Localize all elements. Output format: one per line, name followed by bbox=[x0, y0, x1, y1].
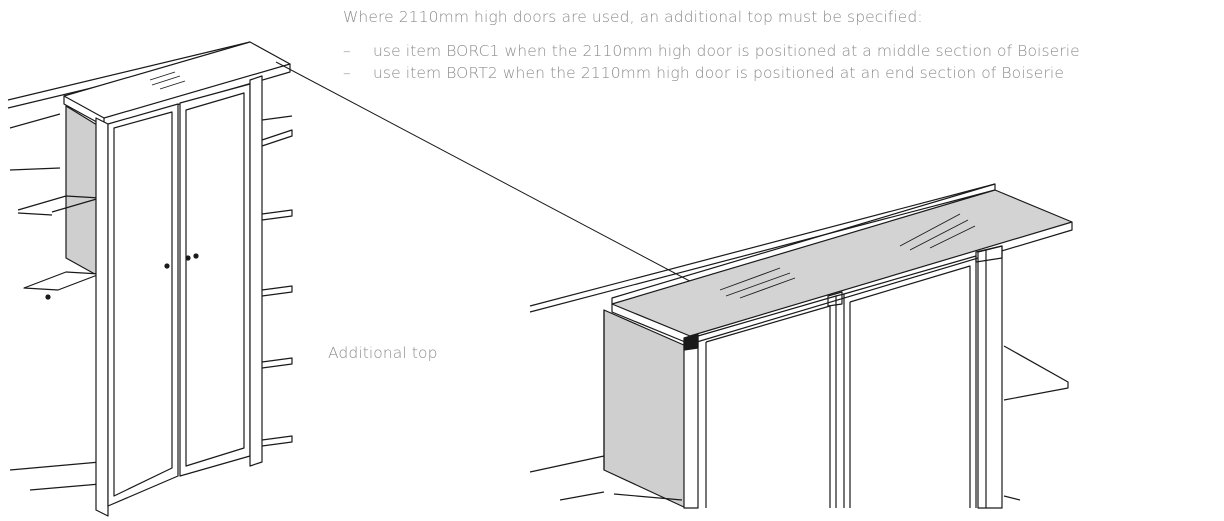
side-panel bbox=[603, 309, 687, 509]
upright-left bbox=[683, 335, 699, 509]
glare bbox=[149, 71, 186, 90]
upright-right bbox=[249, 75, 263, 467]
door-mid bbox=[835, 293, 845, 508]
additional-top-front bbox=[689, 222, 1073, 345]
bullet-marker: – bbox=[343, 42, 351, 60]
shelf-right bbox=[1003, 345, 1069, 401]
callout-additional-top: Additional top bbox=[328, 344, 438, 362]
additional-top bbox=[611, 189, 1073, 337]
glare bbox=[899, 213, 976, 251]
shelf-right bbox=[261, 209, 293, 221]
door-left-inner bbox=[705, 305, 831, 508]
cabinet-overview bbox=[7, 41, 293, 517]
door-left bbox=[107, 103, 179, 507]
leader-arrow bbox=[275, 61, 719, 297]
door-right-inner bbox=[849, 265, 971, 508]
hinge bbox=[683, 333, 699, 351]
shelf-right bbox=[261, 129, 293, 147]
wall-shelf bbox=[23, 271, 101, 291]
wall-edge bbox=[529, 183, 996, 307]
hinge bbox=[827, 291, 843, 307]
upright-left bbox=[95, 117, 109, 517]
bullet-marker: – bbox=[343, 64, 351, 82]
top-back-lip bbox=[611, 183, 996, 304]
top-detail bbox=[529, 183, 1073, 509]
shelf-right bbox=[261, 435, 293, 447]
wall-line bbox=[613, 493, 683, 501]
glare bbox=[719, 267, 796, 299]
door-right-inner bbox=[185, 92, 245, 467]
wall-line bbox=[29, 483, 101, 491]
bullet-bort2: – use item BORT2 when the 2110mm high doo… bbox=[343, 64, 1064, 82]
door-left-inner bbox=[113, 111, 173, 497]
wall-edge bbox=[7, 41, 251, 101]
wall-line bbox=[9, 113, 61, 129]
shelf-right bbox=[1003, 495, 1021, 501]
bullet-text-borc1: use item BORC1 when the 2110mm high door… bbox=[373, 42, 1080, 60]
shelf-right bbox=[261, 357, 293, 369]
wall-edge bbox=[529, 189, 996, 313]
shelf-right bbox=[261, 285, 293, 297]
intro-note: Where 2110mm high doors are used, an add… bbox=[343, 8, 923, 26]
door-right bbox=[179, 83, 251, 477]
wall-line bbox=[529, 455, 605, 473]
shelf-right-front bbox=[261, 115, 293, 121]
bullet-text-bort2: use item BORT2 when the 2110mm high door… bbox=[373, 64, 1064, 82]
hinge bbox=[975, 245, 1003, 263]
upright-right bbox=[977, 245, 1003, 509]
wall-line bbox=[9, 461, 101, 471]
wall-shelf bbox=[9, 167, 61, 171]
wall-shelf bbox=[17, 195, 101, 213]
wall-shelf bbox=[17, 212, 53, 216]
door-right bbox=[843, 255, 977, 508]
bullet-borc1: – use item BORC1 when the 2110mm high doo… bbox=[343, 42, 1080, 60]
wall-line bbox=[559, 491, 605, 501]
